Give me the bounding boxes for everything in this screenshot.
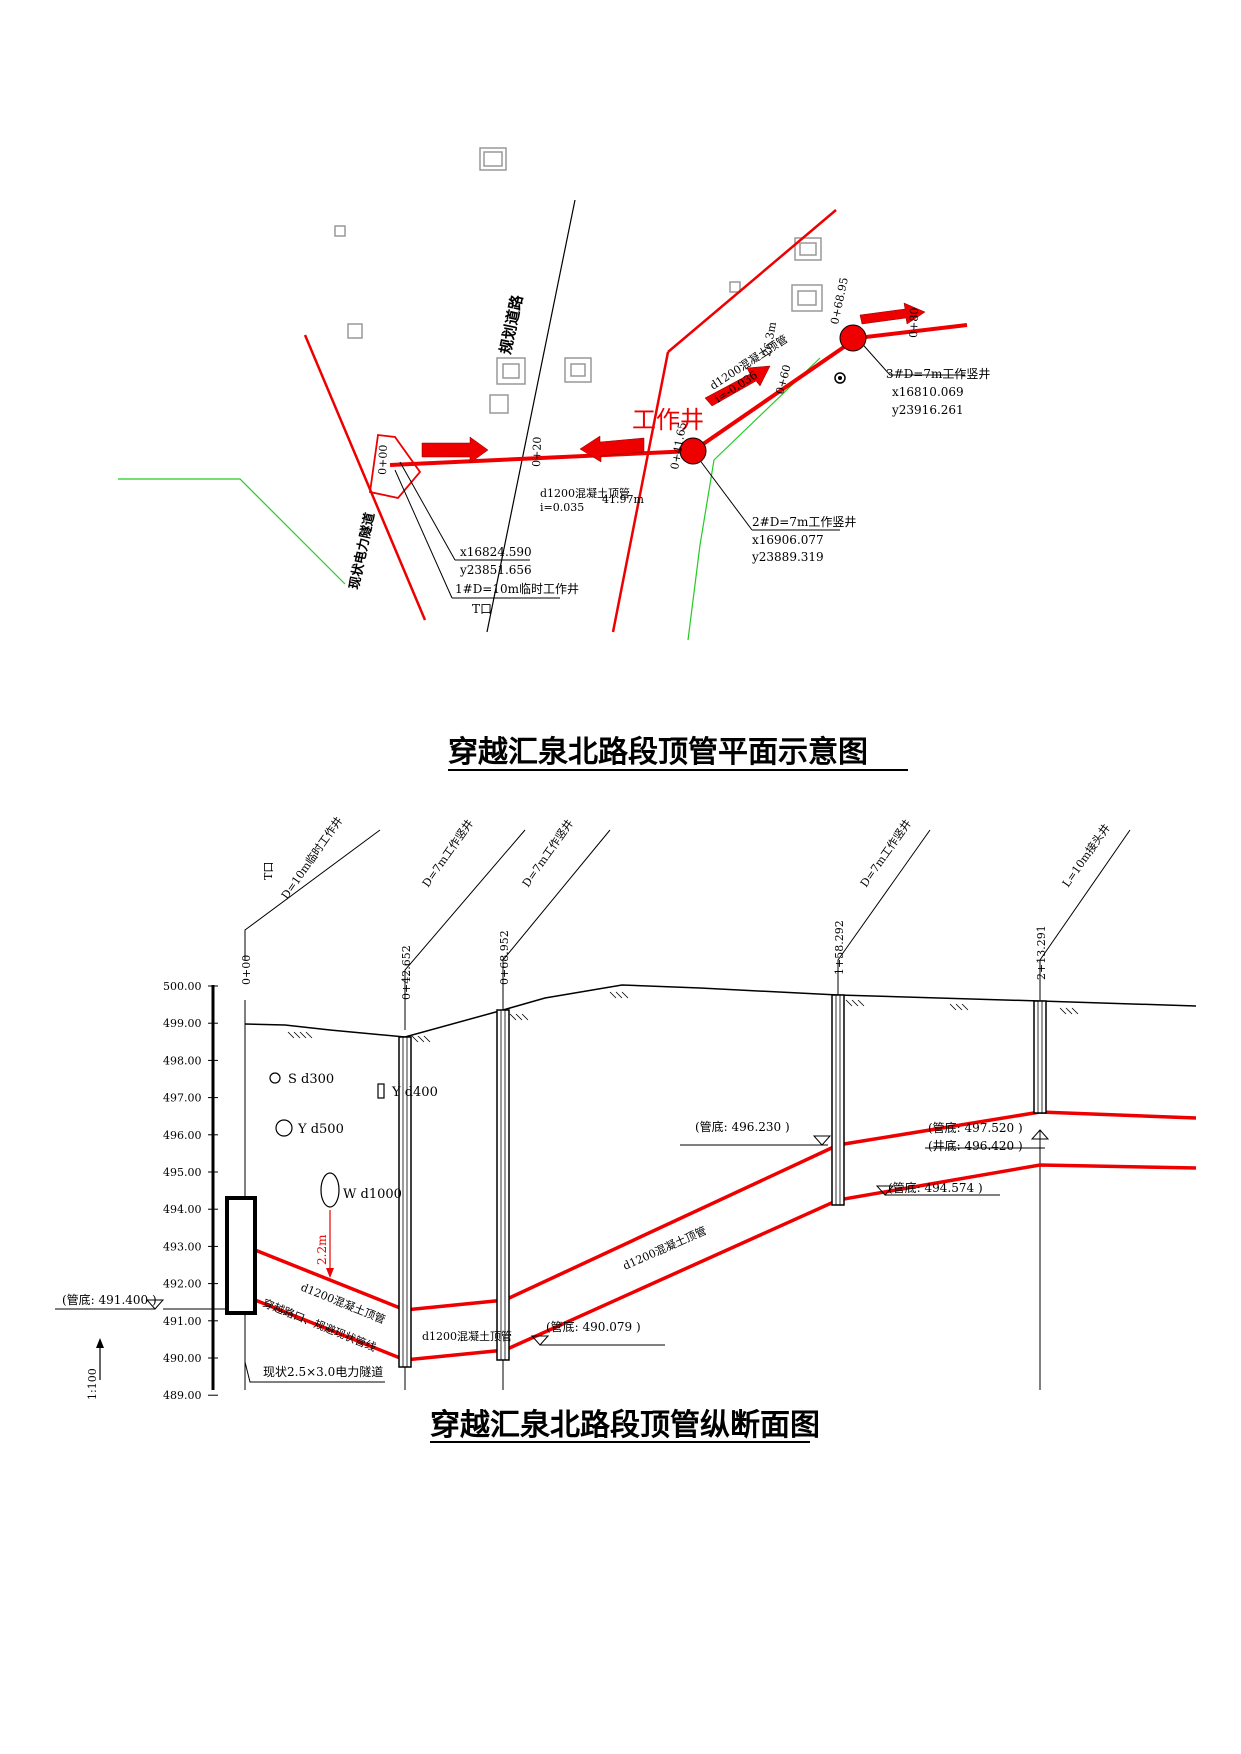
utility-w-d1000 [320,1172,340,1208]
elevation-label: 490.00 [163,1352,202,1365]
existing-manhole [834,372,846,384]
well3-name: 3#D=7m工作竖井 [886,367,990,381]
pipe1-length: 41.97m [602,493,644,506]
invert-2: (管底: 490.079 ) [546,1319,641,1334]
shaft4-label: D=7m工作竖井 [857,817,914,890]
utility-label-w: W d1000 [343,1187,402,1202]
station-0-80: 0+80 [907,307,921,338]
elevation-label: 492.00 [163,1278,202,1291]
green-boundary-right [687,357,821,641]
work-well-label: 工作井 [632,406,704,434]
utility-s-d300 [269,1072,281,1084]
shaft3-label: D=7m工作竖井 [519,817,576,890]
profile-title: 穿越汇泉北路段顶管纵断面图 [430,1408,820,1443]
shaft5-label: L=10m接头井 [1059,821,1113,890]
plan-view: 规划道路 现状电力隧道 工作井 T口 0+00 0+20 0+41.65 0+6… [118,147,990,771]
well1-y: y23851.656 [459,563,532,577]
t-junction-label: T口 [472,602,492,616]
station-0-20: 0+20 [530,436,544,467]
shaft3-station: 0+68.952 [498,930,511,985]
well-1-box [225,1196,257,1315]
red-road-edge-1 [303,334,427,621]
well3-x: x16810.069 [892,385,964,399]
well-3-circle [839,324,867,352]
profile-view: 500.00 499.00 498.00 497.00 496.00 495.00 494.… [55,814,1197,1443]
utility-label-y400: Y d400 [391,1085,438,1100]
utility-y-d500 [275,1119,293,1137]
road-label: 规划道路 [496,292,526,355]
elevation-label: 496.00 [163,1129,202,1142]
well2-x: x16906.077 [752,533,824,547]
elevation-label: 491.00 [163,1315,202,1328]
pipe-profile-lines [254,1110,1197,1362]
red-road-edge-3 [611,351,670,633]
invert-4: (管底: 494.574 ) [888,1180,983,1195]
shaft1-label: D=10m临时工作井 [278,814,345,902]
leader-lines [394,337,965,599]
shaft-tubes [398,994,1047,1368]
arrow-right-2 [859,302,926,325]
pipe1-name: d1200混凝土顶管 [540,486,630,500]
shaft-baselines [244,1000,1041,1390]
arrow-right-1 [421,436,489,464]
well1-name: 1#D=10m临时工作井 [455,582,579,596]
well1-x: x16824.590 [460,545,532,559]
shaft1-tag: T口 [262,862,275,880]
elevation-label: 493.00 [163,1240,202,1253]
shaft4-station: 1+58.292 [833,920,846,975]
building-outlines [334,147,823,414]
station-0-68: 0+68.95 [828,276,851,325]
invert-5: (管底: 497.520 ) [928,1120,1023,1135]
elevation-label: 497.00 [163,1092,202,1105]
ground-line [244,984,1197,1038]
utility-label-y500: Y d500 [297,1122,344,1137]
well2-y: y23889.319 [751,550,824,564]
scale-label: 1:100 [86,1368,99,1400]
station-0-00: 0+00 [376,444,390,475]
power-tunnel-label: 现状电力隧道 [346,511,378,591]
elevation-label: 500.00 [163,980,202,993]
elevation-ticks: 500.00 499.00 498.00 497.00 496.00 495.00 494.… [163,980,218,1402]
arrow-left-1 [579,435,645,463]
invert-6: (井底: 496.420 ) [928,1138,1023,1153]
red-road-edge-2 [667,209,837,353]
pipe-alignment [389,323,968,467]
station-0-60: 0+60 [773,363,793,396]
elevation-label: 495.00 [163,1166,202,1179]
well-2-circle [679,437,707,465]
invert-1: (管底: 491.400 ) [62,1292,157,1307]
clearance-label: 2.2m [315,1234,329,1265]
power-tunnel-outline [368,434,422,499]
arrow-up-right-1 [704,365,771,407]
ground-hatching [287,991,1079,1043]
well3-y: y23916.261 [891,403,964,417]
elevation-label: 499.00 [163,1017,202,1030]
shaft1-station: 0+00 [240,955,253,985]
shaft-leaders [244,829,1131,1030]
well2-name: 2#D=7m工作竖井 [752,515,856,529]
plan-title: 穿越汇泉北路段顶管平面示意图 [448,735,868,770]
pipe-label-3: d1200混凝土顶管 [422,1329,512,1343]
elevation-label: 494.00 [163,1203,202,1216]
pipe2-length: 26.3m [760,320,779,357]
shaft2-station: 0+42.652 [400,945,413,1000]
shaft2-label: D=7m工作竖井 [419,817,476,890]
utility-label-s: S d300 [288,1072,334,1087]
invert-markers [55,1129,1050,1346]
shaft5-station: 2+13.291 [1035,925,1048,980]
pipe1-slope: i=0.035 [540,501,584,514]
power-tunnel-note: 现状2.5×3.0电力隧道 [263,1364,383,1379]
elevation-label: 489.00 [163,1389,202,1402]
elevation-label: 498.00 [163,1054,202,1067]
invert-3: (管底: 496.230 ) [695,1119,790,1134]
green-boundary-left [118,478,346,585]
utility-y-d400 [377,1083,385,1099]
